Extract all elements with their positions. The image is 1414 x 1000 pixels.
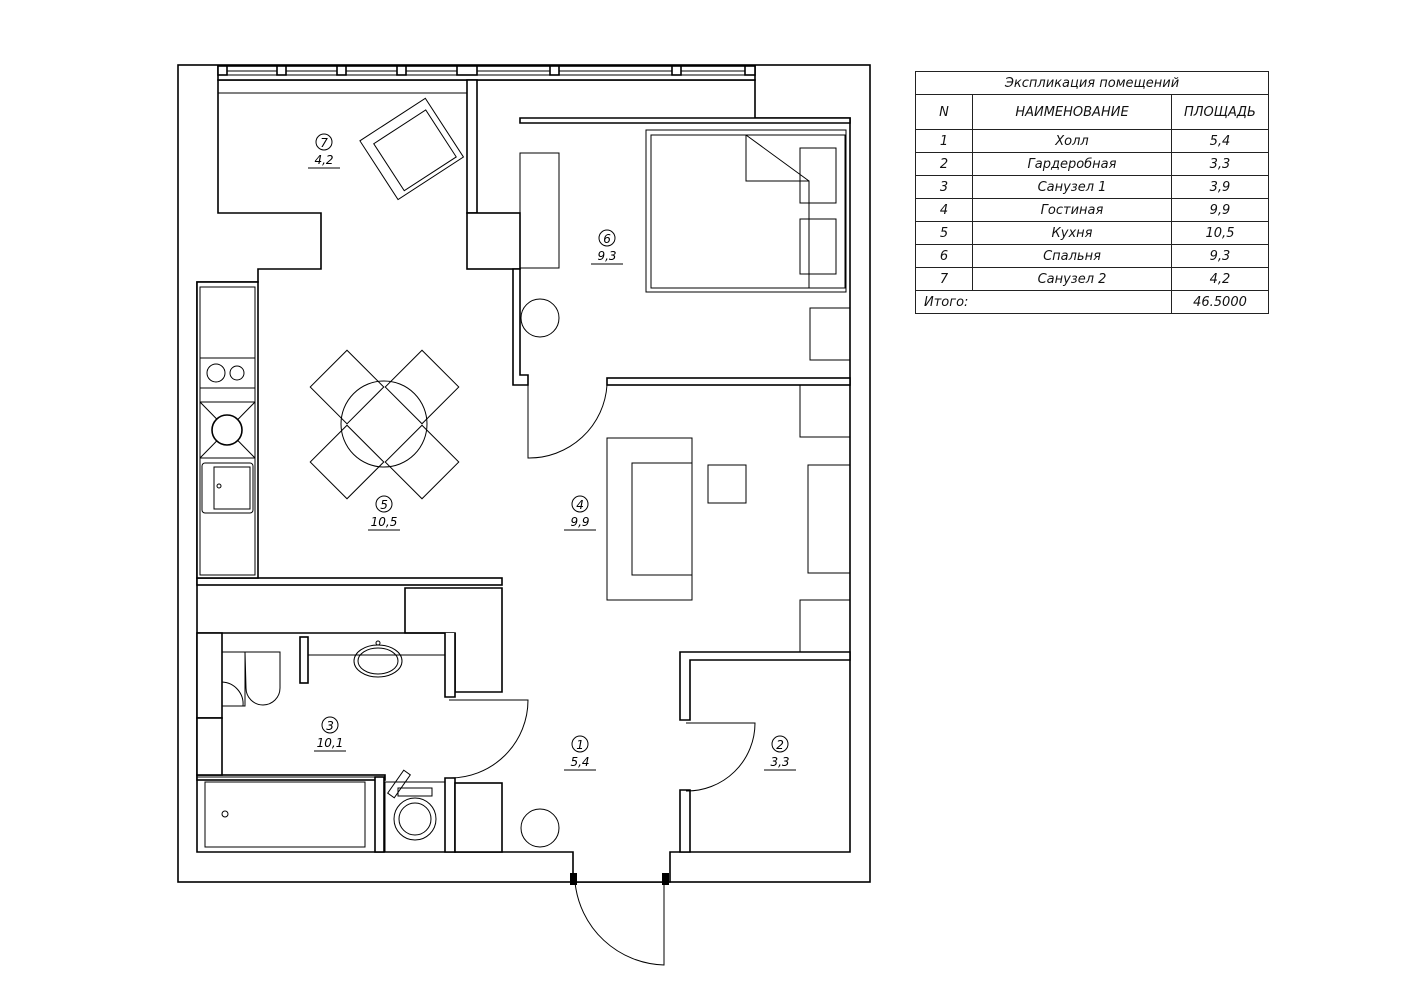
- header-n: N: [915, 94, 973, 130]
- cell-name: Гостиная: [972, 198, 1172, 222]
- room-number: 2: [776, 738, 784, 752]
- cell-name: Гардеробная: [972, 152, 1172, 176]
- explication-table: Экспликация помещений N НАИМЕНОВАНИЕ ПЛО…: [915, 71, 1269, 314]
- cell-name: Холл: [972, 129, 1172, 153]
- cell-area: 5,4: [1171, 129, 1269, 153]
- room-area: 3,3: [770, 755, 789, 769]
- entry-door: [574, 881, 665, 966]
- room-label-1: 1 5,4: [564, 735, 596, 771]
- door-hinge: [662, 873, 669, 885]
- washing-machine: [384, 769, 446, 853]
- room-label-6: 6 9,3: [591, 229, 623, 265]
- door-hinge: [570, 873, 577, 885]
- room-number: 6: [603, 232, 611, 246]
- toilet: [244, 651, 281, 706]
- table-title: Экспликация помещений: [915, 71, 1269, 95]
- cell-n: 4: [915, 198, 973, 222]
- header-area: ПЛОЩАДЬ: [1171, 94, 1269, 130]
- room-label-3: 3 10,1: [314, 716, 346, 752]
- bedroom-left-wall: [512, 268, 529, 386]
- bed: [645, 129, 847, 293]
- stove: [199, 401, 256, 459]
- room-label-5: 5 10,5: [368, 495, 400, 531]
- cell-name: Спальня: [972, 244, 1172, 268]
- armchair: [359, 97, 465, 201]
- cell-area: 4,2: [1171, 267, 1269, 291]
- room-number: 7: [320, 136, 328, 150]
- room-number: 4: [576, 498, 584, 512]
- shelf: [799, 599, 851, 653]
- room-area: 4,2: [314, 153, 333, 167]
- coffee-table: [707, 464, 747, 504]
- pouf: [520, 808, 560, 848]
- room-number: 1: [576, 738, 584, 752]
- bedroom-wall: [519, 117, 851, 124]
- total-value: 46.5000: [1171, 290, 1269, 314]
- bathtub: [196, 776, 385, 853]
- room-area: 10,5: [371, 515, 398, 529]
- cell-n: 5: [915, 221, 973, 245]
- room-label-4: 4 9,9: [564, 495, 596, 531]
- room-label-2: 2 3,3: [764, 735, 796, 771]
- kitchen-wall: [196, 577, 503, 586]
- interior-outline: [196, 79, 851, 883]
- total-row: Итого:46.5000: [915, 290, 1269, 314]
- header-name: НАИМЕНОВАНИЕ: [972, 94, 1172, 130]
- cell-area: 3,3: [1171, 152, 1269, 176]
- shelf: [799, 384, 851, 438]
- room-number: 5: [380, 498, 388, 512]
- toilet-area: [196, 632, 445, 776]
- bedroom-door: [527, 384, 608, 459]
- room-area: 10,1: [317, 736, 344, 750]
- wardrobe: [519, 152, 560, 269]
- cell-n: 2: [915, 152, 973, 176]
- room-label-7: 7 4,2: [308, 133, 340, 169]
- cell-area: 9,3: [1171, 244, 1269, 268]
- cell-name: Кухня: [972, 221, 1172, 245]
- window: [217, 65, 756, 81]
- wardrobe-door: [685, 722, 756, 792]
- bath-top-wall: [197, 632, 456, 698]
- dining-table: [309, 349, 460, 500]
- cell-name: Санузел 1: [972, 175, 1172, 199]
- mullion: [466, 79, 478, 214]
- bedroom-bottom-wall: [606, 377, 851, 386]
- room-area: 5,4: [570, 755, 589, 769]
- bath-door: [448, 699, 529, 779]
- column: [466, 212, 521, 270]
- kitchen-counter: [196, 281, 259, 579]
- room-area: 9,3: [597, 249, 616, 263]
- cell-name: Санузел 2: [972, 267, 1172, 291]
- hob: [199, 357, 256, 389]
- cell-area: 10,5: [1171, 221, 1269, 245]
- nightstand: [809, 307, 851, 361]
- pouf: [520, 298, 560, 338]
- room-number: 3: [326, 719, 334, 733]
- cell-n: 6: [915, 244, 973, 268]
- cell-n: 1: [915, 129, 973, 153]
- shelf: [807, 464, 851, 574]
- bath-partition: [454, 782, 503, 853]
- cell-area: 9,9: [1171, 198, 1269, 222]
- bath-bottom-wall: [444, 777, 456, 853]
- sink: [201, 462, 254, 514]
- total-label: Итого:: [915, 290, 1172, 314]
- cell-n: 7: [915, 267, 973, 291]
- room-area: 9,9: [570, 515, 589, 529]
- cell-area: 3,9: [1171, 175, 1269, 199]
- sofa: [606, 437, 693, 601]
- wardrobe-wall-lower: [679, 789, 691, 853]
- cell-n: 3: [915, 175, 973, 199]
